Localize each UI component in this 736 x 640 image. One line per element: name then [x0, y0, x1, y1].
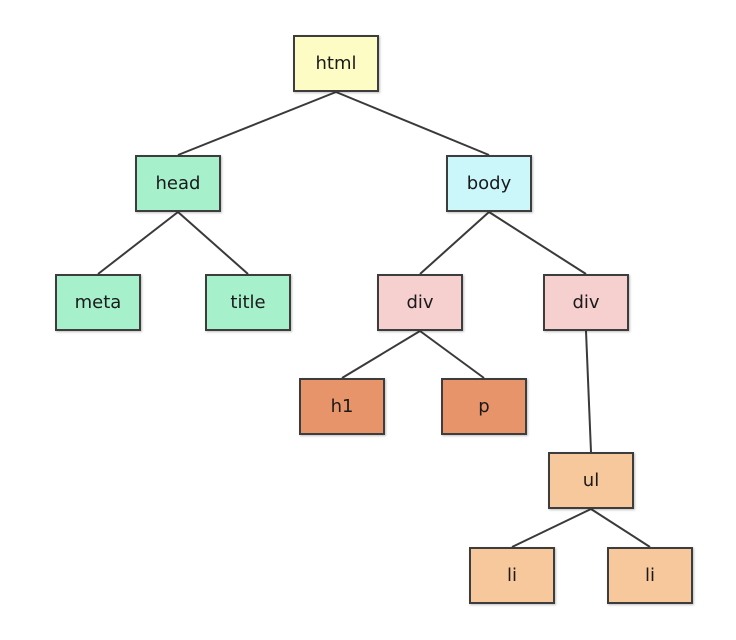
node-head: head [135, 155, 221, 212]
edge-ul-li1 [511, 508, 592, 548]
node-h1: h1 [299, 378, 385, 435]
node-body: body [446, 155, 532, 212]
node-div-right: div [543, 274, 629, 331]
node-html: html [293, 35, 379, 92]
edge-head-meta [97, 211, 179, 275]
edge-html-body [335, 91, 490, 156]
edge-div1-h1 [341, 330, 421, 379]
edge-html-head [177, 91, 337, 156]
node-li-left: li [469, 547, 555, 604]
node-title: title [205, 274, 291, 331]
node-div-left: div [377, 274, 463, 331]
node-ul: ul [548, 452, 634, 509]
edge-div2-ul [585, 330, 592, 453]
node-p: p [441, 378, 527, 435]
edge-head-title [177, 211, 249, 275]
node-meta: meta [55, 274, 141, 331]
edge-ul-li2 [590, 508, 651, 548]
edge-div1-p [419, 330, 485, 379]
edge-body-div1 [419, 211, 490, 275]
node-li-right: li [607, 547, 693, 604]
edge-body-div2 [488, 211, 587, 275]
